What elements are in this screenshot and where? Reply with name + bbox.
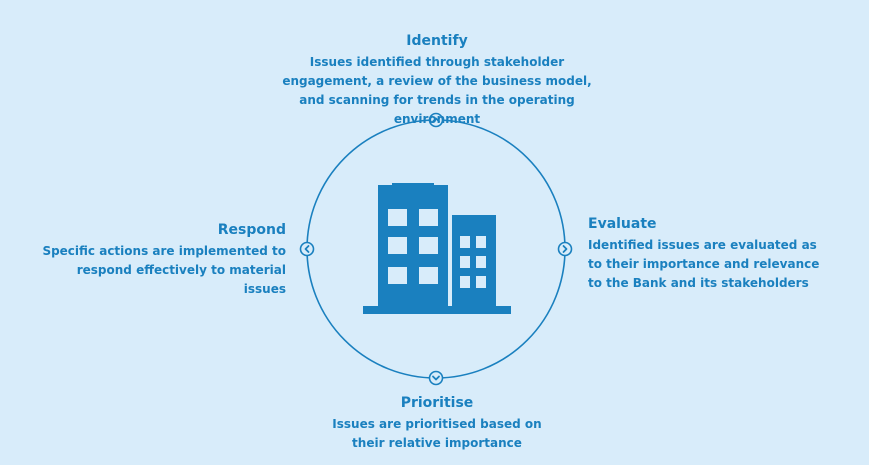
- stage-respond: Respond Specific actions are implemented…: [40, 221, 286, 299]
- chevron-up-icon: [428, 112, 444, 128]
- stage-prioritise: Prioritise Issues are prioritised based …: [287, 394, 587, 453]
- office-buildings-icon: [363, 183, 511, 314]
- stage-title: Prioritise: [400, 395, 474, 411]
- stage-description: Issues identified through stakeholder en…: [282, 55, 592, 126]
- stage-description: Issues are prioritised based on their re…: [332, 417, 542, 450]
- chevron-down-icon: [428, 370, 444, 386]
- stage-title: Evaluate: [588, 216, 657, 232]
- stage-title: Respond: [217, 222, 286, 238]
- stage-description: Identified issues are evaluated as to th…: [588, 238, 820, 290]
- stage-evaluate: Evaluate Identified issues are evaluated…: [588, 215, 848, 293]
- chevron-right-icon: [557, 241, 573, 257]
- chevron-left-icon: [299, 241, 315, 257]
- stage-identify: Identify Issues identified through stake…: [237, 32, 637, 129]
- stage-title: Identify: [406, 33, 468, 49]
- stage-description: Specific actions are implemented to resp…: [42, 244, 286, 296]
